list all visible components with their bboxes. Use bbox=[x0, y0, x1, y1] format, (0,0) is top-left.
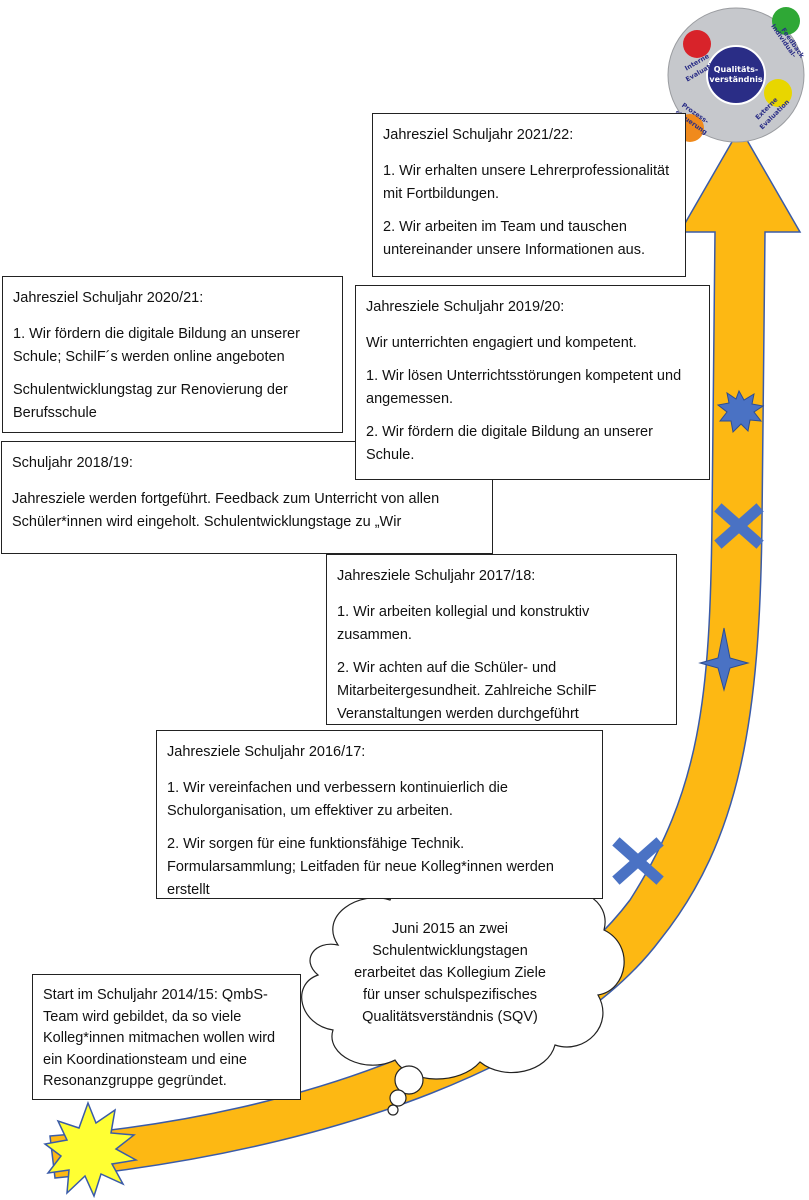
goal-text: 1. Wir erhalten unsere Lehrerprofessiona… bbox=[383, 163, 670, 202]
start-box: Start im Schuljahr 2014/15: QmbS-Team wi… bbox=[32, 974, 301, 1100]
year-title: Jahresziel Schuljahr 2021/22: bbox=[383, 127, 574, 143]
year-box-2017: Jahresziele Schuljahr 2017/18: 1. Wir ar… bbox=[326, 554, 677, 725]
goal-text: 1. Wir lösen Unterrichtsstörungen kompet… bbox=[366, 368, 682, 407]
burst-marker-icon bbox=[716, 389, 765, 434]
year-box-2021: Jahresziel Schuljahr 2021/22: 1. Wir erh… bbox=[372, 113, 686, 277]
goal-text: 1. Wir fördern die digitale Bildung an u… bbox=[13, 326, 300, 365]
goal-text: Schulentwicklungstag zur Renovierung der… bbox=[13, 382, 288, 421]
year-title: Jahresziele Schuljahr 2017/18: bbox=[337, 568, 536, 584]
goal-text: 2. Wir sorgen für eine funktionsfähige T… bbox=[167, 836, 554, 898]
year-box-2019: Jahresziele Schuljahr 2019/20: Wir unter… bbox=[355, 285, 710, 480]
goal-text: 1. Wir vereinfachen und verbessern konti… bbox=[167, 780, 508, 819]
logo-center-line-2: verständnis bbox=[709, 75, 762, 84]
goal-text: 2. Wir fördern die digitale Bildung an u… bbox=[366, 424, 653, 463]
four-point-star-icon bbox=[698, 627, 750, 692]
year-box-2020: Jahresziel Schuljahr 2020/21: 1. Wir för… bbox=[2, 276, 343, 433]
red-sphere-icon bbox=[683, 30, 711, 58]
year-title: Jahresziel Schuljahr 2020/21: bbox=[13, 290, 204, 306]
goal-text: 1. Wir arbeiten kollegial und konstrukti… bbox=[337, 604, 590, 643]
year-box-2016: Jahresziele Schuljahr 2016/17: 1. Wir ve… bbox=[156, 730, 603, 899]
goal-text: Wir unterrichten engagiert und kompetent… bbox=[366, 335, 637, 351]
logo-center-line-1: Qualitäts- bbox=[714, 65, 759, 74]
cloud-text: Juni 2015 an zwei Schulentwicklungstagen… bbox=[354, 921, 546, 1025]
year-title: Jahresziele Schuljahr 2016/17: bbox=[167, 744, 366, 760]
goal-text: 2. Wir achten auf die Schüler- und Mitar… bbox=[337, 660, 597, 722]
x-marker-icon-lower bbox=[612, 837, 664, 885]
green-sphere-icon bbox=[772, 7, 800, 35]
start-text: Start im Schuljahr 2014/15: QmbS-Team wi… bbox=[43, 987, 276, 1089]
start-starburst-icon bbox=[43, 1100, 139, 1199]
logo-center bbox=[706, 45, 766, 105]
goal-text: Jahresziele werden fortgeführt. Feedback… bbox=[12, 491, 440, 530]
goal-text: 2. Wir arbeiten im Team und tauschen unt… bbox=[383, 219, 645, 258]
year-title: Jahresziele Schuljahr 2019/20: bbox=[366, 299, 565, 315]
yellow-sphere-icon bbox=[764, 79, 792, 107]
quality-logo: Qualitäts- verständnis Interne Evaluatio… bbox=[667, 7, 806, 143]
x-marker-icon-upper bbox=[714, 503, 764, 549]
year-title: Schuljahr 2018/19: bbox=[12, 455, 133, 471]
